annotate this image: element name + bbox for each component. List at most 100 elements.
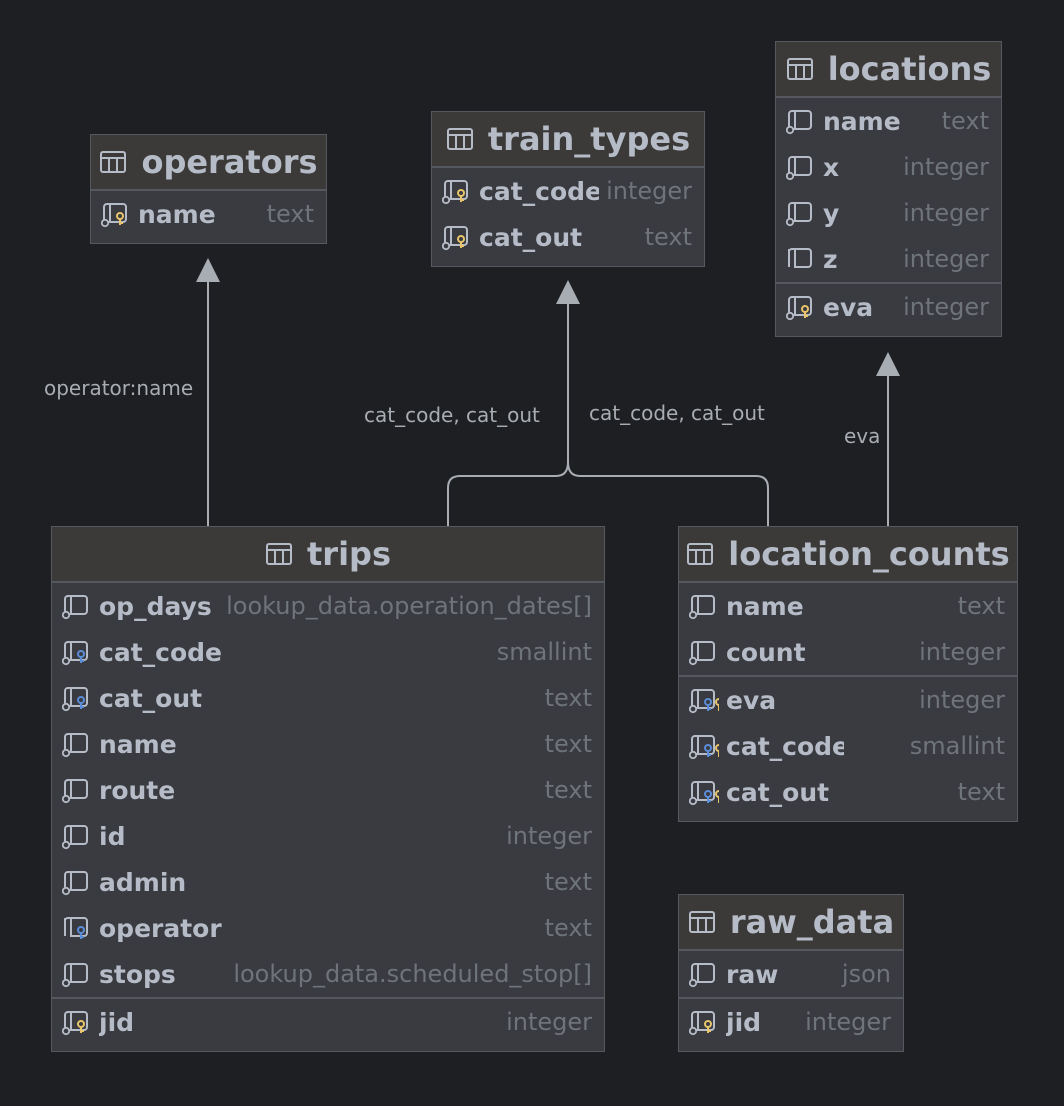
- table-header[interactable]: train_types: [432, 112, 704, 168]
- column-row-cat-out[interactable]: cat_out text: [432, 214, 704, 260]
- table-footer-pad: [679, 1045, 903, 1051]
- column-type: integer: [919, 686, 1005, 714]
- foreign-primary-key-icon: [689, 781, 719, 806]
- column-name: name: [99, 729, 177, 759]
- column-row-cat-out[interactable]: cat_out text: [679, 769, 1017, 815]
- column-type: text: [941, 107, 989, 135]
- table-footer-pad: [776, 330, 1001, 336]
- table-header[interactable]: locations: [776, 42, 1001, 98]
- primary-key-icon: [786, 296, 812, 321]
- section-divider: [776, 282, 1001, 284]
- column-name: eva: [823, 292, 874, 322]
- column-type: lookup_data.operation_dates[]: [226, 592, 592, 620]
- column-type: integer: [903, 199, 989, 227]
- column-name: cat_out: [99, 683, 203, 713]
- table-header[interactable]: location_counts: [679, 527, 1017, 583]
- column-type: smallint: [496, 638, 592, 666]
- column-icon: [786, 156, 812, 181]
- column-type: integer: [903, 245, 989, 273]
- foreign-primary-key-icon: [689, 689, 719, 714]
- table-header[interactable]: raw_data: [679, 895, 903, 951]
- column-type: text: [957, 778, 1005, 806]
- foreign-key-icon: [62, 641, 88, 666]
- primary-key-icon: [689, 1011, 715, 1036]
- arrowhead-operators: [196, 258, 220, 282]
- table-trips[interactable]: trips op_days lookup_data.operation_dates[…: [51, 526, 605, 1052]
- table-footer-pad: [679, 815, 1017, 821]
- column-type: text: [544, 730, 592, 758]
- edge-trips-train-types: [447, 300, 569, 526]
- table-icon: [786, 58, 813, 80]
- column-row-op-days[interactable]: op_days lookup_data.operation_dates[]: [52, 583, 604, 629]
- column-row-z[interactable]: z integer: [776, 236, 1001, 282]
- column-type: text: [644, 223, 692, 251]
- column-name: cat_out: [479, 222, 583, 252]
- column-name: count: [726, 637, 806, 667]
- column-icon: [786, 202, 812, 227]
- table-footer-pad: [91, 237, 326, 243]
- column-icon: [786, 248, 812, 273]
- table-title: location_counts: [728, 535, 1010, 573]
- column-type: integer: [805, 1008, 891, 1036]
- column-type: integer: [903, 293, 989, 321]
- column-icon: [62, 871, 88, 896]
- column-icon: [62, 595, 88, 620]
- column-name: route: [99, 775, 176, 805]
- column-name: y: [823, 198, 840, 228]
- edge-label-operator: operator:name: [44, 376, 194, 400]
- column-row-name[interactable]: name text: [52, 721, 604, 767]
- column-type: text: [544, 868, 592, 896]
- section-divider: [679, 675, 1017, 677]
- table-title: train_types: [487, 120, 691, 158]
- column-name: jid: [99, 1007, 135, 1037]
- arrowhead-locations: [876, 352, 900, 376]
- column-name: name: [726, 591, 804, 621]
- column-type: text: [544, 776, 592, 804]
- foreign-key-icon: [62, 687, 88, 712]
- column-name: name: [138, 199, 216, 229]
- column-row-eva[interactable]: eva integer: [776, 284, 1001, 330]
- column-name: raw: [726, 959, 779, 989]
- column-icon: [62, 963, 88, 988]
- primary-key-icon: [442, 226, 468, 251]
- table-title: operators: [141, 143, 318, 181]
- column-icon: [689, 963, 715, 988]
- column-name: z: [823, 244, 838, 274]
- primary-key-icon: [101, 203, 127, 228]
- column-name: cat_code: [479, 176, 599, 206]
- column-type: integer: [903, 153, 989, 181]
- table-title: locations: [827, 50, 992, 88]
- column-name: cat_out: [726, 777, 830, 807]
- column-row-route[interactable]: route text: [52, 767, 604, 813]
- edge-label-eva: eva: [844, 424, 881, 448]
- column-row-x[interactable]: x integer: [776, 144, 1001, 190]
- table-header[interactable]: trips: [52, 527, 604, 583]
- column-row-y[interactable]: y integer: [776, 190, 1001, 236]
- column-name: op_days: [99, 591, 212, 621]
- table-header[interactable]: operators: [91, 135, 326, 191]
- edge-location-counts-train-types: [567, 461, 769, 526]
- column-name: x: [823, 152, 840, 182]
